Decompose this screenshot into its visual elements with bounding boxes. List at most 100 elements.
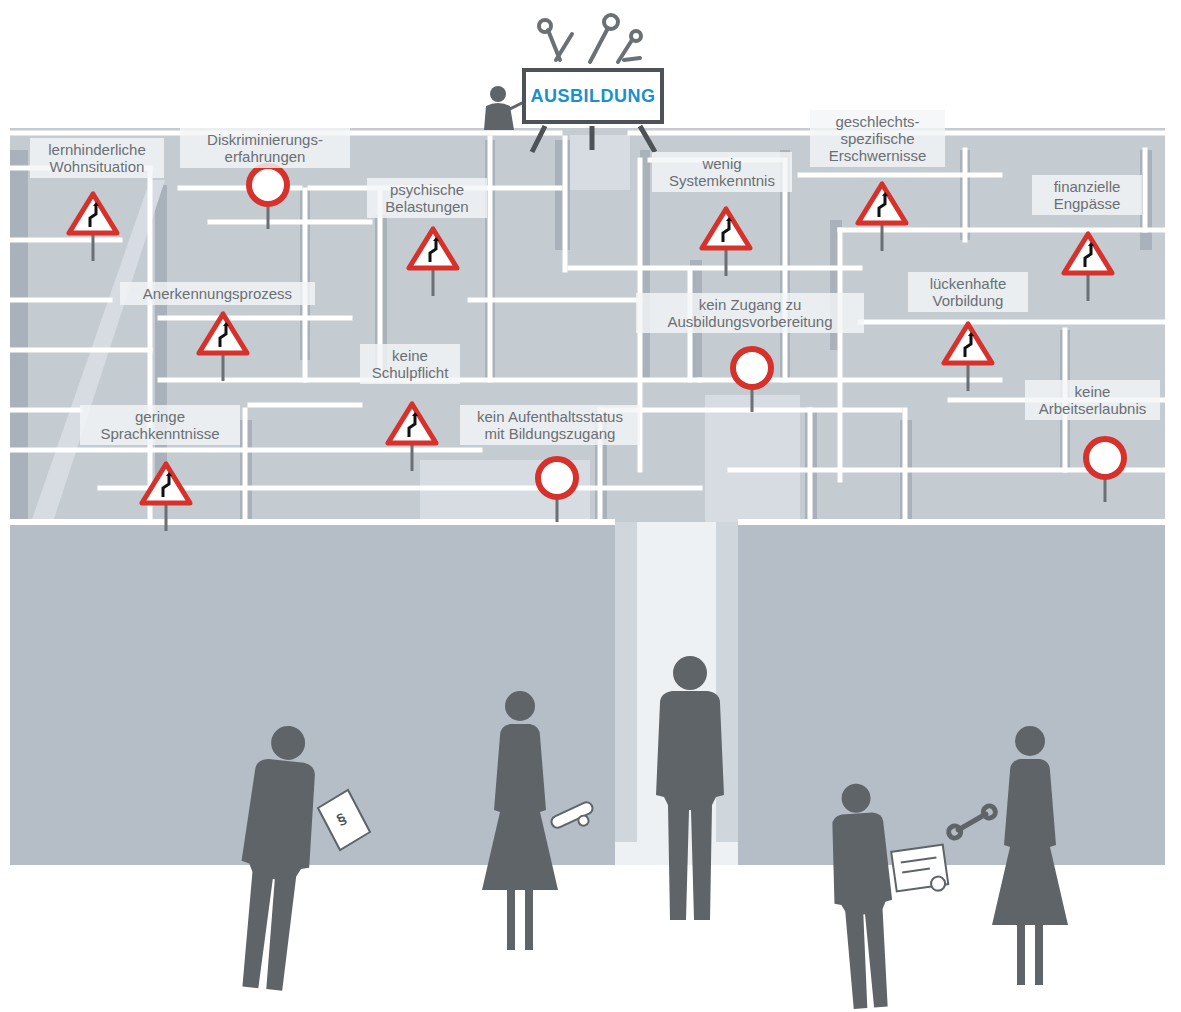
obstacle-text: psychische Belastungen bbox=[372, 181, 482, 215]
obstacle-text: geringe Sprachkenntnisse bbox=[85, 408, 235, 442]
tools-icon-part bbox=[604, 15, 618, 29]
held-objects-part bbox=[550, 800, 599, 838]
maze-back-part-part bbox=[800, 173, 1000, 178]
maze-back-part-part bbox=[420, 460, 590, 525]
maze-back-part-part bbox=[860, 320, 1165, 325]
no-entry-sign bbox=[1086, 439, 1124, 502]
maze-back-part-part bbox=[470, 298, 640, 303]
teacher-figure-part bbox=[490, 86, 506, 102]
obstacle-text: finanzielle Engpässe bbox=[1037, 178, 1137, 212]
obstacle-label: finanzielle Engpässe bbox=[1032, 175, 1142, 215]
held-objects-part-part bbox=[901, 858, 938, 873]
maze-back-part-part bbox=[838, 230, 843, 480]
obstacle-label: kein Aufenthaltsstatus mit Bildungszugan… bbox=[460, 405, 640, 445]
maze-back-part-part bbox=[808, 410, 813, 520]
board-stand bbox=[532, 126, 655, 152]
warning-sign bbox=[388, 404, 436, 471]
people-part bbox=[228, 722, 323, 992]
curve-symbol bbox=[1085, 246, 1091, 267]
obstacle-label: keine Arbeitserlaubnis bbox=[1025, 380, 1160, 420]
warning-triangle bbox=[199, 314, 247, 353]
held-objects-part-part bbox=[981, 804, 997, 820]
curve-symbol bbox=[163, 476, 169, 497]
obstacle-label: kein Zugang zu Ausbildungsvorbereitung bbox=[636, 293, 864, 333]
held-objects-part-part bbox=[550, 800, 595, 829]
maze-back-part-part bbox=[903, 410, 908, 520]
prohibition-circle bbox=[733, 349, 771, 387]
people-part bbox=[656, 656, 724, 920]
curve-arrowhead bbox=[726, 217, 732, 221]
curve-symbol bbox=[409, 416, 415, 437]
warning-sign bbox=[944, 324, 992, 391]
no-entry-sign bbox=[733, 349, 771, 412]
warning-triangle bbox=[858, 184, 906, 223]
obstacle-label: lernhinderliche Wohnsituation bbox=[30, 138, 164, 178]
maze-front-wall-part bbox=[10, 519, 1165, 525]
warning-sign bbox=[702, 209, 750, 276]
curve-symbol bbox=[879, 196, 885, 217]
held-objects-part-part bbox=[946, 824, 962, 840]
curve-symbol bbox=[220, 326, 226, 347]
tools-icon-part bbox=[624, 58, 640, 60]
obstacle-label: Anerkennungsprozess bbox=[120, 282, 315, 305]
held-objects-part bbox=[946, 804, 997, 840]
teacher-figure-part bbox=[484, 103, 514, 130]
curve-arrowhead bbox=[166, 472, 172, 476]
curve-arrowhead bbox=[412, 412, 418, 416]
warning-triangle bbox=[142, 464, 190, 503]
curve-arrowhead bbox=[968, 332, 974, 336]
obstacle-label: keine Schulpflicht bbox=[360, 344, 460, 384]
obstacle-text: kein Zugang zu Ausbildungsvorbereitung bbox=[641, 296, 859, 330]
curve-arrowhead bbox=[1088, 242, 1094, 246]
maze-back-part-part bbox=[160, 316, 350, 321]
warning-triangle bbox=[1064, 234, 1112, 273]
prohibition-circle bbox=[1086, 439, 1124, 477]
warning-sign bbox=[199, 314, 247, 381]
held-objects bbox=[318, 790, 998, 896]
curve-arrowhead bbox=[93, 202, 99, 206]
maze-back-part-part bbox=[705, 395, 800, 525]
obstacle-text: Diskriminierungs- erfahrungen bbox=[185, 131, 345, 165]
maze-back-part-part bbox=[210, 220, 370, 225]
warning-sign bbox=[142, 464, 190, 531]
warning-triangle bbox=[944, 324, 992, 363]
curve-arrowhead bbox=[433, 237, 439, 241]
obstacle-label: psychische Belastungen bbox=[367, 178, 487, 218]
obstacle-text: keine Schulpflicht bbox=[365, 347, 455, 381]
maze-back-part-part bbox=[10, 150, 28, 525]
people-part bbox=[992, 726, 1068, 985]
maze-back-part-part bbox=[963, 150, 968, 240]
people-part bbox=[482, 691, 558, 950]
maze-back-part bbox=[10, 128, 1165, 525]
prohibition-circle bbox=[249, 166, 287, 204]
maze-back-part-part bbox=[10, 348, 150, 353]
warning-triangle bbox=[409, 229, 457, 268]
curve-arrowhead bbox=[223, 322, 229, 326]
maze-back-part-part bbox=[600, 408, 900, 413]
no-entry-sign bbox=[249, 166, 287, 229]
held-objects-part-part bbox=[930, 876, 946, 892]
held-objects-part bbox=[318, 790, 370, 850]
obstacle-text: wenig Systemkenntnis bbox=[657, 155, 787, 189]
no-entry-sign bbox=[538, 459, 576, 522]
tools-icon-part bbox=[590, 28, 608, 62]
maze-back bbox=[10, 128, 1165, 525]
maze-back-part-part bbox=[783, 160, 788, 380]
warning-triangle bbox=[69, 194, 117, 233]
curve-symbol bbox=[965, 336, 971, 357]
curve-symbol bbox=[430, 241, 436, 262]
obstacle-label: geringe Sprachkenntnisse bbox=[80, 405, 240, 445]
maze-back-part-part bbox=[960, 150, 970, 240]
maze-back-part-part bbox=[840, 228, 1165, 233]
obstacle-text: keine Arbeitserlaubnis bbox=[1030, 383, 1155, 417]
maze-back-part-part bbox=[570, 135, 630, 190]
maze-back-part-part bbox=[563, 138, 568, 270]
tools-icon-part bbox=[631, 31, 641, 41]
prohibition-circle bbox=[538, 459, 576, 497]
board-title: AUSBILDUNG bbox=[531, 86, 656, 107]
warning-triangle bbox=[702, 209, 750, 248]
warning-triangle bbox=[388, 404, 436, 443]
warning-sign bbox=[858, 184, 906, 251]
warning-sign bbox=[409, 229, 457, 296]
